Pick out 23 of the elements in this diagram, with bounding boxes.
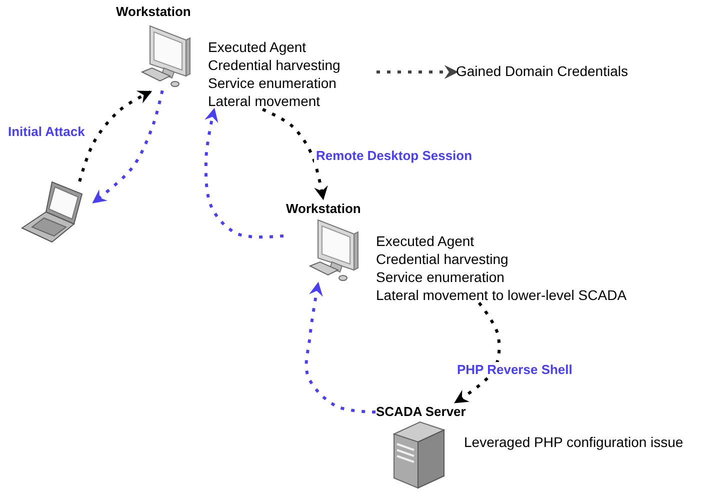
activity-text: Credential harvesting	[376, 250, 510, 268]
device-label: Workstation	[116, 4, 191, 19]
dotted-arrow	[376, 65, 458, 79]
dotted-arrow	[262, 108, 328, 200]
note-text: Leveraged PHP configuration issue	[464, 434, 684, 450]
dotted-arrow	[78, 90, 152, 182]
dotted-arrow	[304, 282, 376, 414]
device-label: Workstation	[286, 201, 361, 216]
dotted-arrow	[204, 108, 284, 238]
device-label: SCADA Server	[376, 404, 466, 419]
activity-text: Lateral movement	[208, 92, 322, 110]
activity-text: Service enumeration	[376, 268, 506, 286]
dotted-arrow	[92, 90, 164, 204]
activity-text: Service enumeration	[208, 74, 338, 92]
edge-label: Remote Desktop Session	[314, 148, 474, 163]
result-text: Gained Domain Credentials	[456, 62, 656, 80]
dotted-arrow	[454, 302, 501, 404]
edge-label: PHP Reverse Shell	[455, 362, 574, 377]
activity-text: Credential harvesting	[208, 56, 342, 74]
activity-text: Executed Agent	[376, 232, 476, 250]
edge-label: Initial Attack	[6, 124, 87, 139]
activity-text: Executed Agent	[208, 38, 308, 56]
activity-text: Lateral movement to lower-level SCADA	[376, 286, 628, 304]
